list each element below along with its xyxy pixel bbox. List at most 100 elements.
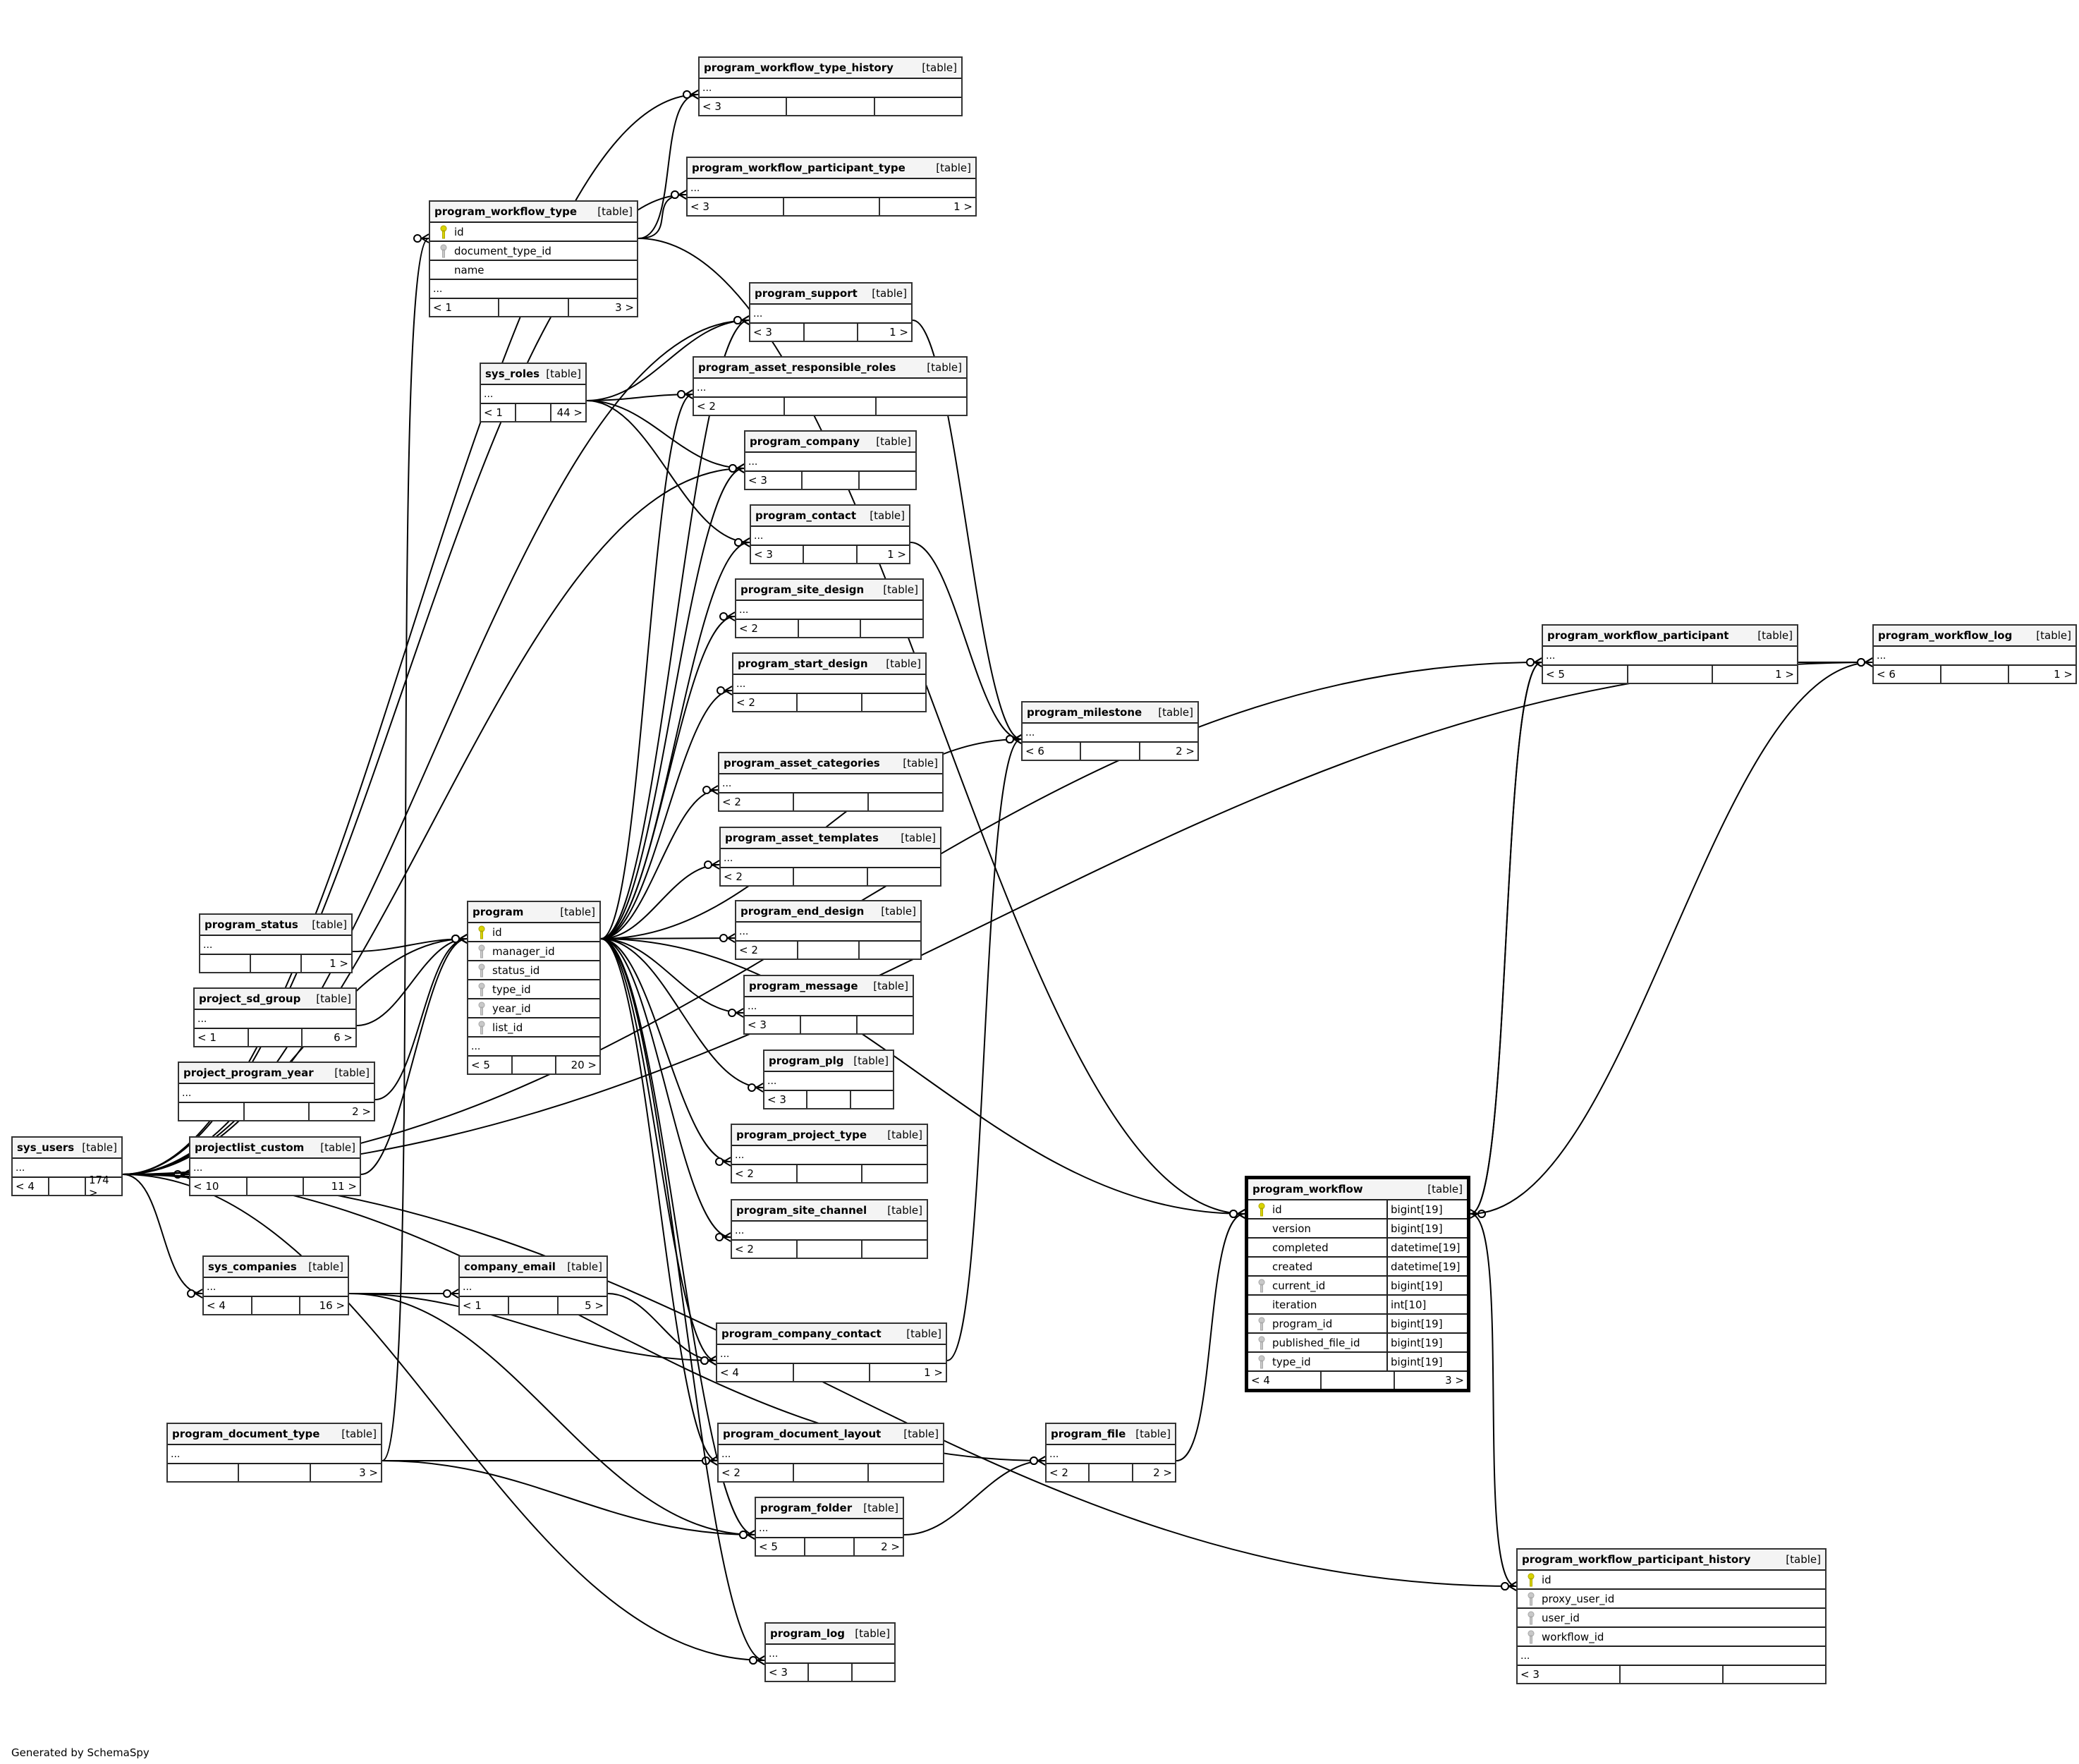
parent-count[interactable]: [179, 1103, 243, 1120]
parent-count[interactable]: < 3: [767, 1093, 786, 1106]
table-name[interactable]: sys_roles: [485, 367, 540, 380]
column-row[interactable]: list_id: [468, 1018, 599, 1038]
child-count[interactable]: [860, 620, 922, 637]
parent-count[interactable]: < 5: [1546, 668, 1565, 681]
table-program-status[interactable]: program_status[table]...1 >: [199, 913, 353, 973]
parent-count[interactable]: < 3: [748, 1018, 767, 1031]
table-name[interactable]: program_start_design: [738, 657, 868, 670]
table-header[interactable]: program_site_design[table]: [736, 580, 922, 601]
parent-count[interactable]: < 10: [193, 1180, 219, 1193]
child-count[interactable]: 3 >: [1394, 1372, 1467, 1389]
child-count[interactable]: 5 >: [557, 1297, 606, 1314]
table-header[interactable]: program_status[table]: [200, 915, 351, 936]
table-program-workflow-participant-type[interactable]: program_workflow_participant_type[table]…: [686, 157, 977, 217]
parent-count[interactable]: < 2: [735, 1167, 754, 1180]
child-count[interactable]: [849, 1091, 893, 1108]
child-count[interactable]: 1 >: [869, 1364, 946, 1381]
child-count[interactable]: 2 >: [853, 1538, 903, 1555]
column-row[interactable]: type_id: [468, 980, 599, 999]
child-count[interactable]: [866, 868, 940, 885]
parent-count[interactable]: < 4: [16, 1180, 35, 1193]
table-name[interactable]: program_document_type: [172, 1428, 320, 1440]
parent-count[interactable]: < 1: [484, 406, 503, 419]
table-header[interactable]: program_asset_categories[table]: [719, 753, 942, 774]
parent-count[interactable]: < 3: [1520, 1668, 1540, 1681]
table-name[interactable]: program_workflow_participant_type: [692, 162, 906, 174]
column-row[interactable]: user_id: [1518, 1609, 1825, 1628]
table-header[interactable]: program_end_design[table]: [736, 901, 920, 923]
child-count[interactable]: 44 >: [550, 404, 585, 421]
table-program-document-layout[interactable]: program_document_layout[table]...< 2: [717, 1423, 944, 1483]
table-header[interactable]: sys_roles[table]: [481, 364, 585, 385]
table-program-document-type[interactable]: program_document_type[table]...3 >: [166, 1423, 382, 1483]
table-program-asset-templates[interactable]: program_asset_templates[table]...< 2: [719, 827, 941, 887]
table-header[interactable]: program_message[table]: [745, 976, 913, 997]
table-name[interactable]: program_site_design: [740, 583, 865, 596]
table-name[interactable]: projectlist_custom: [195, 1141, 305, 1154]
table-name[interactable]: program_message: [749, 980, 858, 992]
parent-count[interactable]: < 2: [735, 1243, 754, 1255]
parent-count[interactable]: [168, 1464, 238, 1481]
table-name[interactable]: program_milestone: [1027, 706, 1142, 719]
table-header[interactable]: program[table]: [468, 902, 599, 923]
table-header[interactable]: program_workflow_log[table]: [1874, 626, 2075, 647]
table-program-company[interactable]: program_company[table]...< 3: [744, 430, 917, 490]
child-count[interactable]: 3 >: [309, 1464, 381, 1481]
table-name[interactable]: program_workflow_log: [1878, 629, 2013, 642]
child-count[interactable]: 16 >: [299, 1297, 348, 1314]
child-count[interactable]: 174 >: [85, 1174, 121, 1199]
table-header[interactable]: program_file[table]: [1047, 1424, 1175, 1445]
table-name[interactable]: program_asset_templates: [725, 832, 879, 844]
table-header[interactable]: program_support[table]: [750, 284, 911, 305]
table-program-site-design[interactable]: program_site_design[table]...< 2: [735, 578, 924, 638]
table-project-program-year[interactable]: project_program_year[table]...2 >: [178, 1062, 375, 1121]
table-program-workflow-participant-history[interactable]: program_workflow_participant_history[tab…: [1516, 1548, 1827, 1684]
child-count[interactable]: 2 >: [308, 1103, 374, 1120]
child-count[interactable]: [1722, 1666, 1825, 1683]
table-name[interactable]: project_sd_group: [199, 992, 301, 1005]
child-count[interactable]: [856, 1016, 913, 1033]
table-header[interactable]: program_workflow_type[table]: [430, 202, 637, 223]
child-count[interactable]: [858, 472, 915, 489]
column-row[interactable]: id: [1518, 1571, 1825, 1590]
column-row[interactable]: proxy_user_id: [1518, 1590, 1825, 1609]
table-header[interactable]: program_company[table]: [745, 432, 915, 453]
table-header[interactable]: program_folder[table]: [756, 1498, 903, 1519]
parent-count[interactable]: < 5: [471, 1059, 490, 1071]
table-name[interactable]: project_program_year: [183, 1066, 314, 1079]
child-count[interactable]: [861, 1165, 927, 1182]
table-name[interactable]: program_site_channel: [736, 1204, 867, 1217]
column-row[interactable]: manager_id: [468, 942, 599, 961]
table-header[interactable]: program_log[table]: [766, 1624, 894, 1645]
column-row[interactable]: workflow_id: [1518, 1628, 1825, 1647]
column-row[interactable]: status_id: [468, 961, 599, 980]
table-name[interactable]: program_folder: [760, 1502, 853, 1514]
parent-count[interactable]: < 4: [207, 1299, 226, 1312]
table-program-message[interactable]: program_message[table]...< 3: [743, 975, 914, 1035]
column-row[interactable]: id: [430, 223, 637, 242]
table-name[interactable]: program_plg: [769, 1054, 844, 1067]
child-count[interactable]: 20 >: [555, 1057, 599, 1073]
table-header[interactable]: program_site_channel[table]: [732, 1200, 927, 1222]
table-program-asset-responsible-roles[interactable]: program_asset_responsible_roles[table]..…: [693, 356, 968, 416]
table-name[interactable]: sys_users: [17, 1141, 75, 1154]
parent-count[interactable]: < 2: [739, 622, 758, 635]
child-count[interactable]: 1 >: [1712, 666, 1797, 683]
child-count[interactable]: 1 >: [857, 324, 911, 341]
